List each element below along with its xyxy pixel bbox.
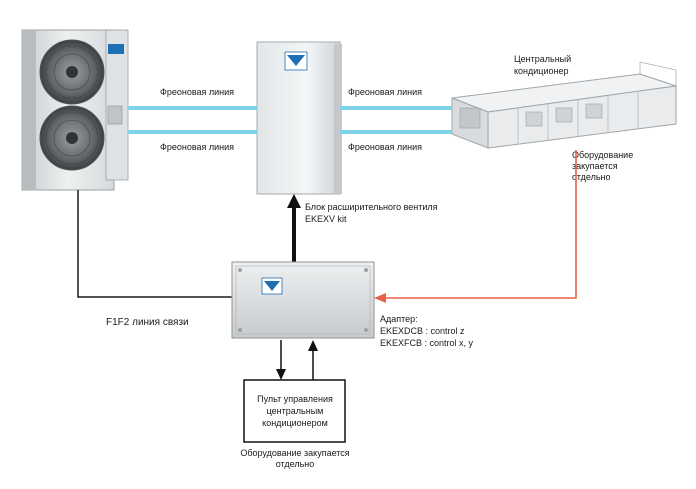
expansion-valve-box-icon (256, 41, 342, 195)
valve-block-title: Блок расширительного вентиля (305, 202, 438, 212)
central-unit-title: Центральный (514, 54, 571, 64)
arrow-head-icon (308, 340, 318, 351)
adapter-line: EKEXFCB : control x, y (380, 338, 474, 348)
control-box-icon (231, 261, 375, 339)
adapter-link-line (384, 150, 577, 299)
daikin-logo-icon (261, 277, 283, 295)
arrow-head-icon (374, 293, 386, 303)
arrow-head-icon (276, 369, 286, 380)
central-unit-note: Оборудование (572, 150, 633, 160)
daikin-logo-icon (284, 51, 308, 71)
comm-line-label: F1F2 линия связи (106, 317, 189, 328)
remote-panel-label: центральным (267, 406, 324, 416)
freon-line-label: Фреоновая линия (348, 142, 422, 152)
remote-note: отдельно (276, 459, 315, 469)
remote-note: Оборудование закупается (240, 448, 349, 458)
freon-line-label: Фреоновая линия (348, 87, 422, 97)
freon-line-label: Фреоновая линия (160, 142, 234, 152)
adapter-line: EKEXDCB : control z (380, 326, 465, 336)
outdoor-unit-icon (21, 29, 129, 191)
freon-lines (128, 106, 452, 134)
arrow-head-icon (287, 194, 301, 208)
adapter-title: Адаптер: (380, 314, 418, 324)
remote-panel-label: кондиционером (262, 418, 328, 428)
freon-line-label: Фреоновая линия (160, 87, 234, 97)
f1f2-comm-line (77, 190, 232, 298)
central-unit-title: кондиционер (514, 66, 568, 76)
air-handling-unit-icon (451, 61, 677, 149)
remote-panel-box (243, 379, 346, 443)
central-unit-note: закупается (572, 161, 618, 171)
remote-panel-label: Пульт управления (257, 394, 333, 404)
central-unit-note: отдельно (572, 172, 611, 182)
valve-block-model: EKEXV kit (305, 214, 347, 224)
